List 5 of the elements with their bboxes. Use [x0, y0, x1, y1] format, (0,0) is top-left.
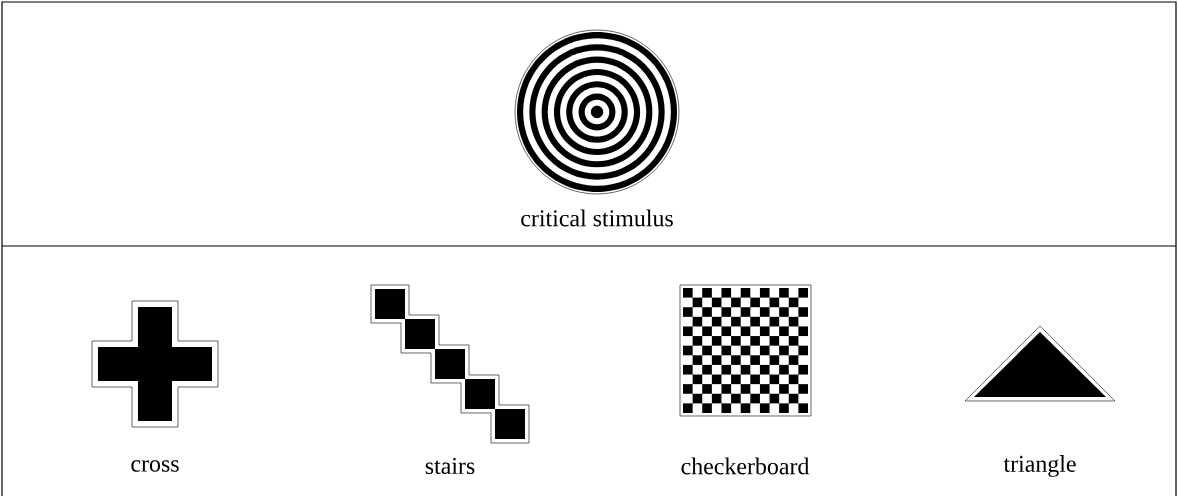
caption: cross: [131, 460, 179, 472]
caption: triangle: [1003, 455, 1076, 477]
caption: stairs: [425, 457, 475, 474]
caption: checkerboard: [681, 457, 810, 475]
caption: critical stimulus: [521, 209, 673, 227]
